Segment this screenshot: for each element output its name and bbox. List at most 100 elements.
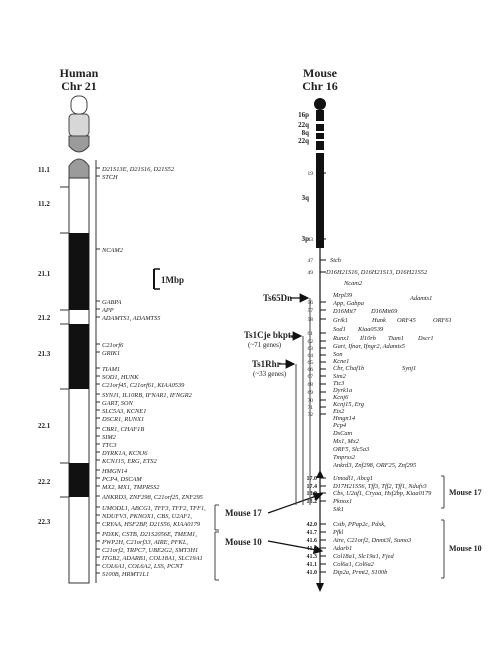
human-band-labels: 11.111.221.121.221.322.122.222.3 [38,166,51,526]
model-ts1cje-sub: (~71 genes) [248,341,282,349]
middle-label-mouse10: Mouse 10 [225,537,262,547]
mouse-cytoband-label: 8q [302,129,310,137]
mouse-gene-label: Ets2 [332,408,345,415]
mouse-gene-label: D16H21S16, D16H21S13, D16H21S52 [325,269,428,276]
mouse-gene-label: Dscr1 [417,335,434,342]
mouse-gene-label: Gart, Ifnar, Ifngr2, Adamts5 [333,343,405,350]
mouse-gene-label: Cbr, Chaf1b [333,365,364,372]
mouse-gene-label: Runx1 [332,335,349,342]
human-gene-label: C21orf6 [102,342,124,349]
human-title-line1: Human [60,66,99,80]
mouse-gene-label: Kcnj15, Erg [332,401,365,408]
mouse-cm-label: 17.0 [307,476,318,482]
human-gene-label: ITGB2, ADARB1, COL18A1, SLC19A1 [101,555,203,562]
mouse-gene-label: Cstb, PPap2c, Pdxk, [333,521,386,528]
mouse-bracket-chr10 [441,519,445,579]
mouse-gene-label: ORF45 [397,317,416,324]
human-gene-ruler [95,160,100,583]
human-band-label: 21.3 [38,350,51,358]
mouse-bracket-chr10-label: Mouse 10 [449,544,482,553]
model-ts1rhr-sub: (~33 genes) [253,370,287,378]
human-gene-label: C21orf2, TRPC7, UBE2G2, SMT3H1 [102,547,198,554]
mouse-cm-label: 19 [308,171,314,177]
mouse-cm-label: 41.6 [307,538,318,544]
mouse-cm-label: 41.3 [307,554,318,560]
mouse-cm-label: 41.1 [307,562,318,568]
model-ts1cje-label: Ts1Cje bkpt. [244,330,293,340]
mouse-chr17-cm-positions: 17.017.418.018.2 [307,476,326,505]
mouse-gene-label: DsCam [332,430,353,437]
human-band-label: 11.2 [38,200,50,208]
human-gene-label: NDUFV3, PKNOX1, CBS, U2AF1, [101,513,192,520]
mouse-gene-label: ORF61 [433,317,452,324]
model-ts65dn-label: Ts65Dn [263,293,292,303]
mouse-gene-label: Adamts1 [409,295,432,302]
mouse-cytoband-label: 22q [298,121,309,129]
mouse-cm-label: 17.4 [307,484,318,490]
human-gene-label: GABPA [102,299,122,306]
human-band-label: 21.1 [38,270,51,278]
mouse-cm-label: 41.4 [307,546,318,552]
arrow-to-mouse17 [267,492,324,514]
mouse-gene-label: Mrpl39 [332,292,353,299]
human-gene-label: ANKRD3, ZNF298, C21orf25, ZNF295 [101,494,203,501]
mouse-gene-label: Sik1 [333,506,344,513]
scale-bar: 1Mbp [153,268,184,290]
mouse-gene-label: Aire, C21orf2, Dnmt3l, Sumo3 [332,537,411,544]
mouse-bracket-chr17 [441,475,445,509]
mouse-cm-label: 42.0 [307,522,318,528]
mouse-gene-label: Ankrd3, Znf298, ORF25, Znf295 [332,462,416,469]
mouse-title-line2: Chr 16 [302,79,337,93]
mouse-gene-label: D16Mit7 [332,308,357,315]
mouse-cytoband-label: 3p [302,235,310,243]
mouse-gene-label: Dyrk1a [332,387,352,394]
mouse-gene-label: Stch [330,257,341,264]
mouse-gene-label: Umodl1, Abcg1 [333,475,373,482]
model-ts65dn: Ts65Dn [263,293,311,505]
model-ts1rhr-label: Ts1Rhr [252,359,281,369]
mouse-gene-label: Hunk [371,317,386,324]
human-bracket-mouse17 [214,504,219,531]
mouse-gene-label: Son [333,351,343,358]
mouse-cm-label: 41.0 [307,570,318,576]
human-gene-label: KCNJ15, ERG, ETS2 [101,458,157,465]
human-gene-label: NCAM2 [101,247,124,254]
human-gene-label: DYRK1A, KCNJ6 [101,450,148,457]
model-ts1rhr: Ts1Rhr (~33 genes) [252,359,297,505]
mouse-gene-label: App, Gabpa [332,300,364,307]
mouse-chromosome-ideogram [314,98,326,592]
mouse-gene-label: Kcne1 [332,358,349,365]
mouse-cm-label: 43 [308,237,314,243]
human-band-label: 22.2 [38,478,51,486]
mouse-gene-label: Synj1 [402,365,416,372]
mouse-gene-label: Kcnj6 [332,394,349,401]
human-gene-list: D21S13E, D21S16, D21S52STCHNCAM2GABPAAPP… [101,166,206,578]
mouse-gene-label: Cbs, U2af1, Cryaa, Hsf2bp, Kiaa0179 [333,490,432,497]
human-band-label: 22.1 [38,422,51,430]
mouse-gene-label: Grik1 [333,317,348,324]
human-gene-label: PDXK, CSTB, D21S2056E, TMEM1, [101,531,197,538]
human-gene-label: UMODL1, ABCG1, TFF3, TFF2, TFF1, [102,505,206,512]
mouse-gene-label: Sod1 [333,326,346,333]
mouse-gene-label: D17H21S56, Tff3, Tff2, Tff1, Ndufv3 [332,483,427,490]
human-gene-label: CBR1, CHAF1B [102,426,144,433]
human-bracket-mouse10 [214,531,219,581]
mouse-gene-label: Adarb1 [332,545,352,552]
mouse-gene-label: Col6a1, Col6a2 [333,561,375,568]
mouse-cytoband-label: 3q [302,194,310,202]
human-gene-label: SIM2 [102,434,117,441]
mouse-gene-label: Col18a1, Slc19a1, Fjed [333,553,395,560]
mouse-gene-label: Mx1, Mx2 [332,438,360,445]
human-gene-label: STCH [102,174,118,181]
human-gene-label: SOD1, HUNK [102,374,139,381]
human-gene-label: GRIK1 [102,350,120,357]
human-gene-label: S100B, HRMT1L1 [102,571,149,578]
mouse-cm-label: 41.7 [307,530,318,536]
human-gene-label: TIAM1 [102,366,120,373]
mouse-gene-label: Ncam2 [343,280,363,287]
human-band-label: 11.1 [38,166,50,174]
mouse-chr10-cm-positions: 42.0 41.7 41.6 41.4 41.3 41.1 41.0 [307,522,326,576]
